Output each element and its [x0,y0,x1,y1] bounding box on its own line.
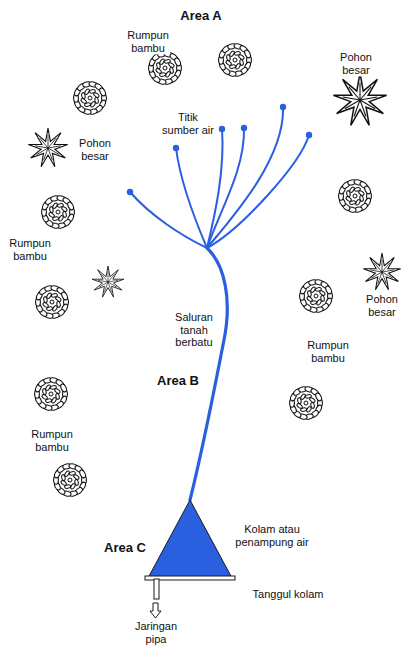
area-label: Area C [103,541,147,556]
vegetation-label: Rumpun bambu [30,428,74,453]
spring-point [173,145,179,151]
stream [176,148,207,248]
large-trees [28,73,400,297]
vegetation-label: Rumpun bambu [126,29,170,54]
spring-point-label: Titik sumber air [158,111,218,136]
bamboo-clump [299,279,332,313]
spring-point [127,189,133,195]
vegetation-label: Pohon besar [78,137,112,162]
spring-point [241,125,247,131]
area-label: Area A [179,9,222,24]
spring-point [280,104,286,110]
bamboo-clump [53,463,86,497]
bamboo-clump [41,195,74,229]
spring-point [306,132,312,138]
spring-point [219,126,225,132]
stream [207,107,283,248]
bamboo-clump [338,179,371,213]
bamboo-clump [148,51,181,85]
bamboo-clumps [34,43,371,497]
pond [148,500,232,578]
bamboo-clump [289,386,322,420]
large-tree [28,128,67,167]
spring-points [127,104,312,195]
bamboo-clump [34,377,67,411]
spring-streams [130,107,309,500]
vegetation-label: Rumpun bambu [8,237,52,262]
large-tree [333,73,386,125]
bamboo-clump [73,81,106,115]
bamboo-clump [218,43,251,77]
bamboo-clump [35,285,68,319]
stream [207,128,244,248]
pond-label: Kolam atau penampung air [231,523,313,548]
vegetation-label: Pohon besar [339,51,373,76]
outflow-arrow [150,603,161,618]
channel-label: Saluran tanah berbatu [174,311,214,349]
large-tree [92,266,124,297]
vegetation-label: Rumpun bambu [306,339,350,364]
pipe-network-label: Jaringan pipa [134,620,178,645]
outlet-pipe [154,579,159,599]
large-tree [363,253,400,290]
embankment-label: Tanggul kolam [252,588,325,601]
area-label: Area B [156,374,200,389]
stream [207,135,309,248]
vegetation-label: Pohon besar [365,293,399,318]
